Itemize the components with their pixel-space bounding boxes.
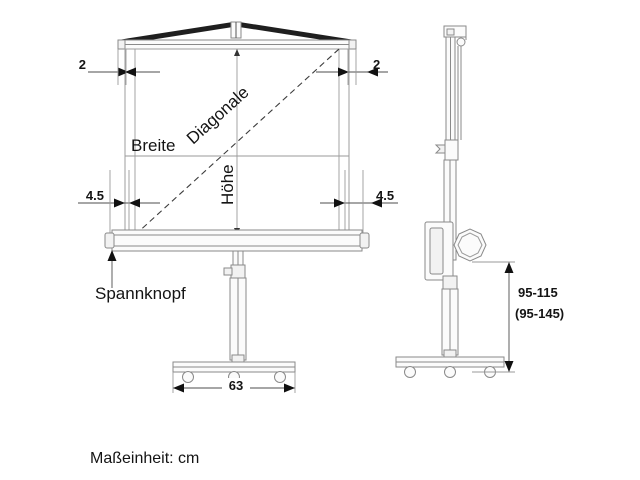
side-pole-collar [441,275,459,356]
dim-top-right-2: 2 [316,49,388,85]
side-top-bracket [443,25,467,140]
dim-label-height-range-extended: (95-145) [515,306,564,321]
pole-clamp-collar [230,264,246,279]
side-clamp-lever [434,144,446,154]
label-hoehe: Höhe [218,164,237,205]
unit-caption: Maßeinheit: cm [90,450,199,467]
dim-base-width-63: 63 [172,372,296,393]
pole-clamp-knob [223,267,233,276]
side-top-pin [456,37,466,47]
diagonal-dashed-line [134,48,340,236]
side-view-group: 95-115 (95-145) [395,25,564,378]
roller-bar [104,229,370,252]
side-castor-wheel-center [444,366,456,378]
label-breite: Breite [131,136,175,155]
dim-label-top-left: 2 [79,57,86,72]
side-base-with-castors [395,349,505,378]
dim-top-left-2: 2 [79,49,160,85]
castor-wheel-right [274,371,286,383]
dim-label-bottom-right: 4.5 [376,188,394,203]
front-view-group: 2 2 4.5 [78,21,398,393]
dim-label-height-range: 95-115 [518,285,558,300]
spannknopf-callout: Spannknopf [95,250,186,303]
dim-label-top-right: 2 [373,57,380,72]
dim-bottom-right-45: 4.5 [320,170,398,240]
roller-end-cap-left [104,232,115,249]
side-octagon-knob [453,228,487,262]
dim-bottom-left-45: 4.5 [78,170,160,240]
dim-label-base-width: 63 [229,378,243,393]
height-arrow-top [234,49,240,56]
label-spannknopf: Spannknopf [95,284,186,303]
side-roller-housing [424,221,454,281]
dim-height-range: 95-115 (95-145) [472,261,564,373]
screen-top-rail [117,39,357,50]
castor-wheel-left [182,371,194,383]
roller-end-cap-right [359,232,370,249]
side-castor-wheel-left [404,366,416,378]
dim-label-bottom-left: 4.5 [86,188,104,203]
front-center-pole [223,250,247,361]
side-mid-clamp [434,139,459,161]
